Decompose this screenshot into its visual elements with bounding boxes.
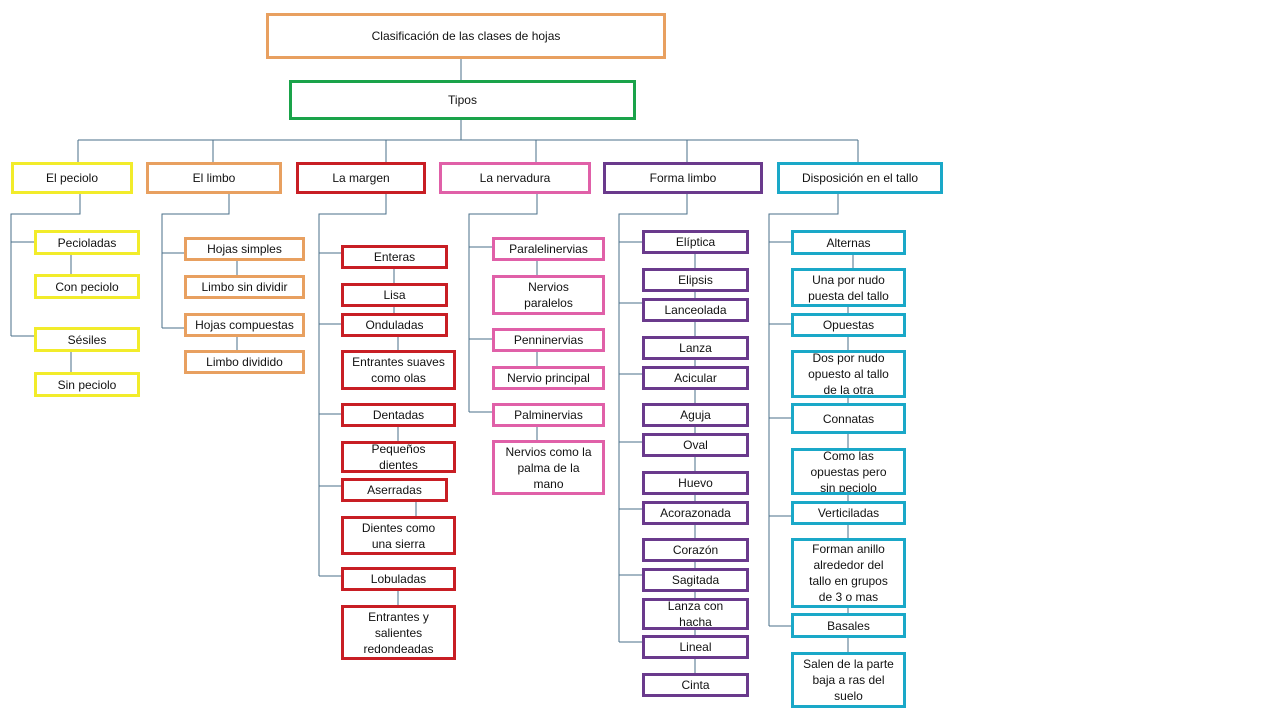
- margen-item-5[interactable]: Pequeños dientes: [341, 441, 456, 473]
- disposicion-item-8[interactable]: Basales: [791, 613, 906, 638]
- header-nervadura[interactable]: La nervadura: [439, 162, 591, 194]
- connector-peciolo: [10, 193, 81, 373]
- limbo-item-1[interactable]: Limbo sin dividir: [184, 275, 305, 299]
- limbo-item-3[interactable]: Limbo dividido: [184, 350, 305, 374]
- disposicion-item-1[interactable]: Una por nudo puesta del tallo: [791, 268, 906, 307]
- header-forma[interactable]: Forma limbo: [603, 162, 763, 194]
- header-disposicion[interactable]: Disposición en el tallo: [777, 162, 943, 194]
- limbo-item-0[interactable]: Hojas simples: [184, 237, 305, 261]
- nervadura-item-0[interactable]: Paralelinervias: [492, 237, 605, 261]
- forma-item-6[interactable]: Oval: [642, 433, 749, 457]
- connector-disposicion: [768, 193, 854, 652]
- disposicion-item-2[interactable]: Opuestas: [791, 313, 906, 337]
- nervadura-item-4[interactable]: Palminervias: [492, 403, 605, 427]
- margen-item-9[interactable]: Entrantes y salientes redondeadas: [341, 605, 456, 660]
- forma-item-11[interactable]: Lanza con hacha: [642, 598, 749, 630]
- margen-item-0[interactable]: Enteras: [341, 245, 448, 269]
- forma-item-3[interactable]: Lanza: [642, 336, 749, 360]
- margen-item-8[interactable]: Lobuladas: [341, 567, 456, 591]
- limbo-item-2[interactable]: Hojas compuestas: [184, 313, 305, 337]
- nervadura-item-5[interactable]: Nervios como la palma de la mano: [492, 440, 605, 495]
- nervadura-item-1[interactable]: Nervios paralelos: [492, 275, 605, 315]
- margen-item-1[interactable]: Lisa: [341, 283, 448, 307]
- header-limbo[interactable]: El limbo: [146, 162, 282, 194]
- disposicion-item-4[interactable]: Connatas: [791, 403, 906, 434]
- connector-forma: [618, 193, 696, 673]
- forma-item-13[interactable]: Cinta: [642, 673, 749, 697]
- peciolo-item-1[interactable]: Con peciolo: [34, 274, 140, 299]
- disposicion-item-9[interactable]: Salen de la parte baja a ras del suelo: [791, 652, 906, 708]
- forma-item-5[interactable]: Aguja: [642, 403, 749, 427]
- margen-item-7[interactable]: Dientes como una sierra: [341, 516, 456, 555]
- forma-item-2[interactable]: Lanceolada: [642, 298, 749, 322]
- connector-limbo: [161, 193, 238, 351]
- margen-item-6[interactable]: Aserradas: [341, 478, 448, 502]
- peciolo-item-0[interactable]: Pecioladas: [34, 230, 140, 255]
- disposicion-item-0[interactable]: Alternas: [791, 230, 906, 255]
- disposicion-item-6[interactable]: Verticiladas: [791, 501, 906, 525]
- disposicion-item-5[interactable]: Como las opuestas pero sin peciolo: [791, 448, 906, 495]
- margen-item-3[interactable]: Entrantes suaves como olas: [341, 350, 456, 390]
- forma-item-1[interactable]: Elipsis: [642, 268, 749, 292]
- connector-tipos-bus: [77, 119, 859, 163]
- forma-item-7[interactable]: Huevo: [642, 471, 749, 495]
- disposicion-item-7[interactable]: Forman anillo alrededor del tallo en gru…: [791, 538, 906, 608]
- nervadura-item-2[interactable]: Penninervias: [492, 328, 605, 352]
- title-box[interactable]: Clasificación de las clases de hojas: [266, 13, 666, 59]
- margen-item-2[interactable]: Onduladas: [341, 313, 448, 337]
- nervadura-item-3[interactable]: Nervio principal: [492, 366, 605, 390]
- forma-item-4[interactable]: Acicular: [642, 366, 749, 390]
- header-margen[interactable]: La margen: [296, 162, 426, 194]
- forma-item-10[interactable]: Sagitada: [642, 568, 749, 592]
- connector-margen: [318, 193, 417, 605]
- tipos-box[interactable]: Tipos: [289, 80, 636, 120]
- forma-item-0[interactable]: Elíptica: [642, 230, 749, 254]
- margen-item-4[interactable]: Dentadas: [341, 403, 456, 427]
- peciolo-item-2[interactable]: Sésiles: [34, 327, 140, 352]
- disposicion-item-3[interactable]: Dos por nudo opuesto al tallo de la otra: [791, 350, 906, 398]
- forma-item-8[interactable]: Acorazonada: [642, 501, 749, 525]
- connector-nervadura: [468, 193, 538, 440]
- forma-item-9[interactable]: Corazón: [642, 538, 749, 562]
- peciolo-item-3[interactable]: Sin peciolo: [34, 372, 140, 397]
- forma-item-12[interactable]: Lineal: [642, 635, 749, 659]
- header-peciolo[interactable]: El peciolo: [11, 162, 133, 194]
- connector-lines: [10, 58, 859, 673]
